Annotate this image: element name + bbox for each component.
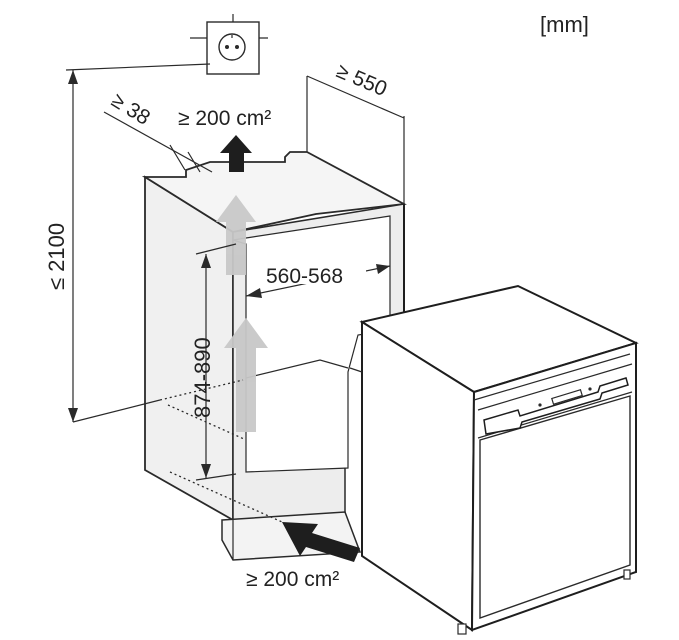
niche-height-label: 874-890 (190, 337, 215, 418)
gap-label: ≥ 38 (107, 89, 154, 130)
vent-top-label: ≥ 200 cm² (178, 107, 271, 130)
control-display (551, 388, 583, 406)
door-handle (483, 377, 629, 435)
height-label: ≤ 2100 (44, 223, 69, 290)
niche-width-label: 560-568 (266, 265, 343, 288)
vent-bottom-label: ≥ 200 cm² (246, 568, 339, 591)
power-socket-icon (190, 14, 268, 75)
depth-label: ≥ 550 (333, 59, 390, 101)
airflow-arrow-icon (216, 195, 268, 432)
cabinet-top (141, 151, 407, 233)
vent-top-arrow-icon (220, 135, 252, 172)
height-dimension: ≤ 2100 (44, 63, 211, 423)
appliance-fridge (349, 284, 639, 635)
unit-label: [mm] (540, 12, 589, 37)
gap-dimension: ≥ 38 (103, 89, 213, 173)
niche-width-dimension: 560-568 (245, 262, 391, 298)
cabinet-side-wall (144, 175, 234, 522)
vent-bottom-arrow-icon (282, 522, 360, 562)
niche-height-dimension: 874-890 (190, 243, 237, 481)
